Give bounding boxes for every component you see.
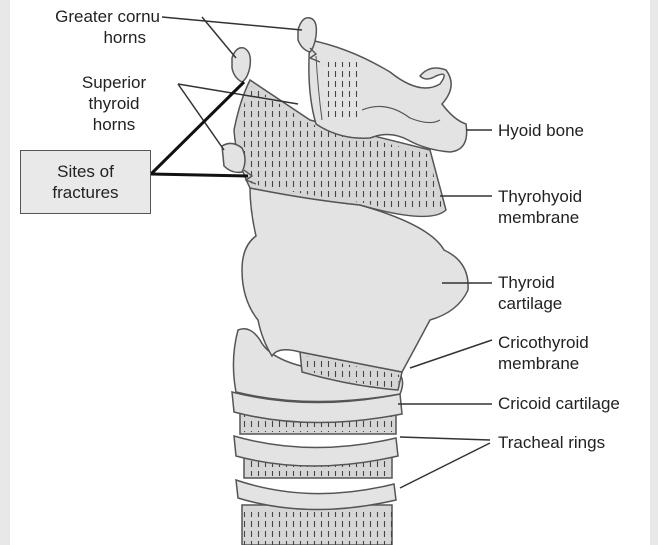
label-hyoid-bone: Hyoid bone — [498, 120, 584, 141]
tracheal-rings — [232, 392, 402, 545]
label-thyroid-cartilage: Thyroid cartilage — [498, 272, 562, 314]
diagram-canvas: Greater cornu horns Superior thyroid hor… — [10, 0, 650, 545]
label-cricothyroid-membrane: Cricothyroid membrane — [498, 332, 589, 374]
label-superior-thyroid-horns: Superior thyroid horns — [64, 72, 164, 135]
label-thyrohyoid-membrane: Thyrohyoid membrane — [498, 186, 582, 228]
label-tracheal-rings: Tracheal rings — [498, 432, 605, 453]
sites-of-fractures-box: Sites of fractures — [20, 150, 151, 214]
label-cricoid-cartilage: Cricoid cartilage — [498, 393, 620, 414]
label-greater-cornu-horns: Greater cornu horns — [10, 6, 160, 48]
